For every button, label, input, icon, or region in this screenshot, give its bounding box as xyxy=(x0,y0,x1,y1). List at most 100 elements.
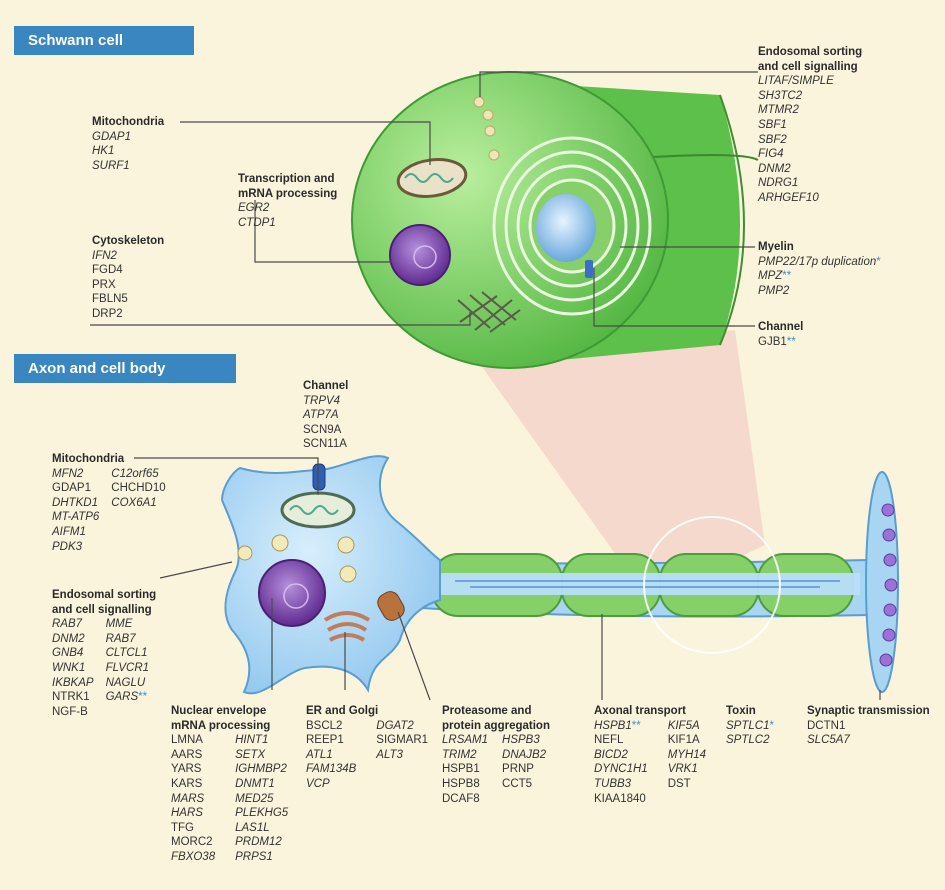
gene-label: DHTKD1 xyxy=(52,496,99,511)
gene-label: SBF1 xyxy=(758,118,862,133)
gene-label: DCAF8 xyxy=(442,792,488,807)
group-title: Mitochondria xyxy=(92,115,164,130)
schwann-nucleus xyxy=(390,225,450,285)
section-banner-axon: Axon and cell body xyxy=(14,354,236,383)
gene-label: KIF5A xyxy=(668,719,706,734)
group-title: Endosomal sorting xyxy=(758,45,862,60)
annotation-star: * xyxy=(769,720,773,732)
gene-label: NGF-B xyxy=(52,705,94,720)
gap-junction xyxy=(585,260,593,278)
gene-label: DCTN1 xyxy=(807,719,930,734)
gene-label: HARS xyxy=(171,806,215,821)
group-title: Proteasome and xyxy=(442,704,550,719)
gene-label: ATL1 xyxy=(306,748,356,763)
gene-label: HSPB1 xyxy=(442,762,488,777)
gene-label: WNK1 xyxy=(52,661,94,676)
gene-label: PRPS1 xyxy=(235,850,288,865)
gene-label: RAB7 xyxy=(106,632,149,647)
schwann-channel-group: Channel GJB1** xyxy=(758,320,803,349)
gene-label: DST xyxy=(668,777,706,792)
gene-label: DNAJB2 xyxy=(502,748,546,763)
gene-label: LITAF/SIMPLE xyxy=(758,74,862,89)
gene-label: HINT1 xyxy=(235,733,288,748)
gene-label: MARS xyxy=(171,792,215,807)
annotation-star: ** xyxy=(138,691,147,703)
gene-label: MPZ** xyxy=(758,269,881,284)
gene-label: FGD4 xyxy=(92,263,164,278)
gene-label: FLVCR1 xyxy=(106,661,149,676)
gene-name: HSPB1 xyxy=(594,720,632,732)
gene-label: FBLN5 xyxy=(92,292,164,307)
gene-label: AIFM1 xyxy=(52,525,99,540)
group-title-line2: mRNA processing xyxy=(171,719,288,734)
gene-label: PDK3 xyxy=(52,540,99,555)
gene-label: DGAT2 xyxy=(376,719,428,734)
gene-label: PMP22/17p duplication* xyxy=(758,255,881,270)
gene-label: MTMR2 xyxy=(758,103,862,118)
gene-label: DRP2 xyxy=(92,307,164,322)
group-title: ER and Golgi xyxy=(306,704,428,719)
axon-er-golgi-group: ER and Golgi BSCL2 REEP1 ATL1 FAM134B VC… xyxy=(306,704,428,792)
annotation-star: ** xyxy=(787,336,796,348)
group-title-line2: protein aggregation xyxy=(442,719,550,734)
gene-label: BSCL2 xyxy=(306,719,356,734)
axon-cross-section xyxy=(536,194,596,262)
gene-label: MORC2 xyxy=(171,835,215,850)
cell-body xyxy=(222,456,440,693)
group-title: Myelin xyxy=(758,240,881,255)
gene-label: SURF1 xyxy=(92,159,164,174)
gene-label: LRSAM1 xyxy=(442,733,488,748)
gene-label: CLTCL1 xyxy=(106,646,149,661)
gene-label: ALT3 xyxy=(376,748,428,763)
gene-label: LMNA xyxy=(171,733,215,748)
gene-label: NTRK1 xyxy=(52,690,94,705)
gene-label: VRK1 xyxy=(668,762,706,777)
gene-name: GJB1 xyxy=(758,336,787,348)
gene-label: KARS xyxy=(171,777,215,792)
group-title: Axonal transport xyxy=(594,704,706,719)
gene-label: KIAA1840 xyxy=(594,792,648,807)
gene-label: COX6A1 xyxy=(111,496,165,511)
group-title: Channel xyxy=(758,320,803,335)
gene-label: SETX xyxy=(235,748,288,763)
gene-label: TRPV4 xyxy=(303,394,348,409)
gene-label: HK1 xyxy=(92,144,164,159)
schwann-endosomal-group: Endosomal sorting and cell signalling LI… xyxy=(758,45,862,206)
group-title-line2: and cell signalling xyxy=(758,60,862,75)
gene-label: PRX xyxy=(92,278,164,293)
axon-proteasome-group: Proteasome and protein aggregation LRSAM… xyxy=(442,704,550,806)
gene-label: FAM134B xyxy=(306,762,356,777)
gene-label: EGR2 xyxy=(238,201,337,216)
gene-label: BICD2 xyxy=(594,748,648,763)
section-banner-schwann: Schwann cell xyxy=(14,26,194,55)
gene-label: LAS1L xyxy=(235,821,288,836)
axon-endosomal-group: Endosomal sorting and cell signalling RA… xyxy=(52,588,156,719)
schwann-cytoskeleton-group: Cytoskeleton IFN2 FGD4 PRX FBLN5 DRP2 xyxy=(92,234,164,322)
group-title: Synaptic transmission xyxy=(807,704,930,719)
gene-label: IGHMBP2 xyxy=(235,762,288,777)
group-title: Cytoskeleton xyxy=(92,234,164,249)
gene-label: SH3TC2 xyxy=(758,89,862,104)
group-title: Toxin xyxy=(726,704,774,719)
axon-terminal xyxy=(866,472,898,692)
gene-label: IKBKAP xyxy=(52,676,94,691)
gene-label: MFN2 xyxy=(52,467,99,482)
gene-label: FBXO38 xyxy=(171,850,215,865)
soma-ion-channel xyxy=(313,464,325,490)
gene-label: PLEKHG5 xyxy=(235,806,288,821)
axon-channel-group: Channel TRPV4 ATP7A SCN9A SCN11A xyxy=(303,379,348,452)
gene-label: NAGLU xyxy=(106,676,149,691)
group-title: Channel xyxy=(303,379,348,394)
gene-label: HSPB3 xyxy=(502,733,546,748)
gene-name: MPZ xyxy=(758,270,782,282)
axon-toxin-group: Toxin SPTLC1* SPTLC2 xyxy=(726,704,774,748)
axon-nuclear-group: Nuclear envelope mRNA processing LMNA AA… xyxy=(171,704,288,865)
group-title: Nuclear envelope xyxy=(171,704,288,719)
gene-label: TFG xyxy=(171,821,215,836)
gene-label: GDAP1 xyxy=(52,481,99,496)
gene-label: ARHGEF10 xyxy=(758,191,862,206)
gene-label: IFN2 xyxy=(92,249,164,264)
schwann-myelin-group: Myelin PMP22/17p duplication* MPZ** PMP2 xyxy=(758,240,881,298)
gene-label: MYH14 xyxy=(668,748,706,763)
